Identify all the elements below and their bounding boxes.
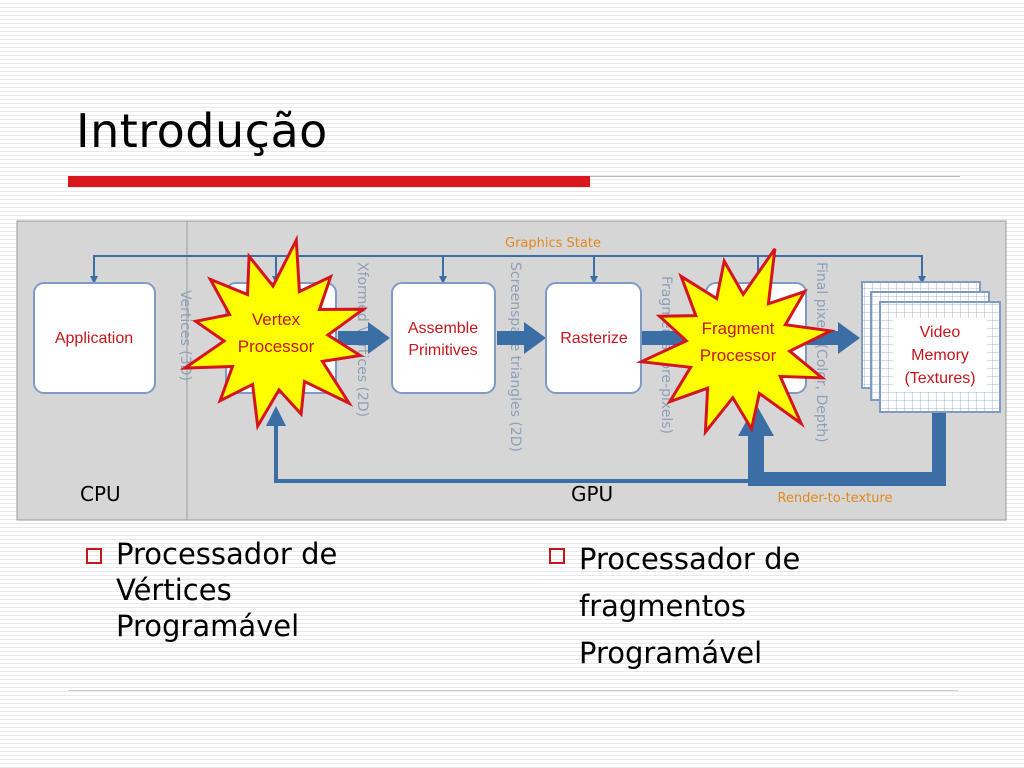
square-bullet-icon (549, 548, 565, 564)
fragment-processor-label-line-2: Processor (700, 346, 777, 365)
title-underline-red (68, 176, 590, 187)
bullet-text-right: Processador de fragmentos Programável (579, 542, 801, 670)
graphics-state-label: Graphics State (505, 236, 601, 251)
vertex-processor-label-line-1: Vertex (252, 310, 301, 329)
assemble-box (391, 282, 496, 394)
diagram-panel (16, 220, 1007, 521)
arrow-fragment-to-memory (806, 322, 860, 354)
memory-label-line-2: Memory (911, 347, 969, 364)
render-to-texture-arrow (738, 404, 946, 486)
assemble-label-line-2: Primitives (408, 342, 477, 359)
label-screenspace-triangles: Screenspace triangles (2D) (507, 262, 523, 452)
render-to-texture-label: Render-to-texture (777, 491, 892, 506)
bullet-text-left: Processador de Vértices Programável (116, 537, 338, 643)
memory-label-line-3: (Textures) (904, 370, 975, 387)
application-label: Application (55, 330, 133, 347)
bullet-fragment-processor: Processador de fragmentos Programável (549, 536, 800, 677)
feedback-arrowhead (266, 406, 286, 426)
memory-label-line-1: Video (920, 324, 961, 341)
square-bullet-icon (86, 548, 102, 564)
label-final-pixels: Final pixels (Color, Depth) (813, 262, 829, 443)
footer-divider (68, 690, 958, 691)
arrow-assemble-to-rasterize (497, 322, 546, 354)
cpu-label: CPU (80, 482, 121, 506)
feedback-line (274, 420, 760, 483)
bullet-vertex-processor: Processador de Vértices Programável (86, 536, 337, 644)
gpu-label: GPU (571, 482, 613, 506)
assemble-label-line-1: Assemble (408, 320, 478, 337)
fragment-processor-label-line-1: Fragment (702, 319, 775, 338)
vertex-processor-starburst (179, 234, 369, 431)
rasterize-box (545, 282, 642, 394)
title-underline-gray (590, 176, 960, 177)
arrow-vertex-to-assemble (338, 322, 390, 354)
slide-title: Introdução (76, 104, 328, 158)
label-vertices-3d: Vertices (3D) (177, 290, 193, 381)
vertex-processor-label-line-2: Processor (238, 337, 315, 356)
rasterize-label: Rasterize (560, 330, 628, 347)
memory-label-backdrop (893, 318, 987, 392)
application-box (33, 282, 156, 394)
fragment-processor-starburst (635, 247, 836, 437)
